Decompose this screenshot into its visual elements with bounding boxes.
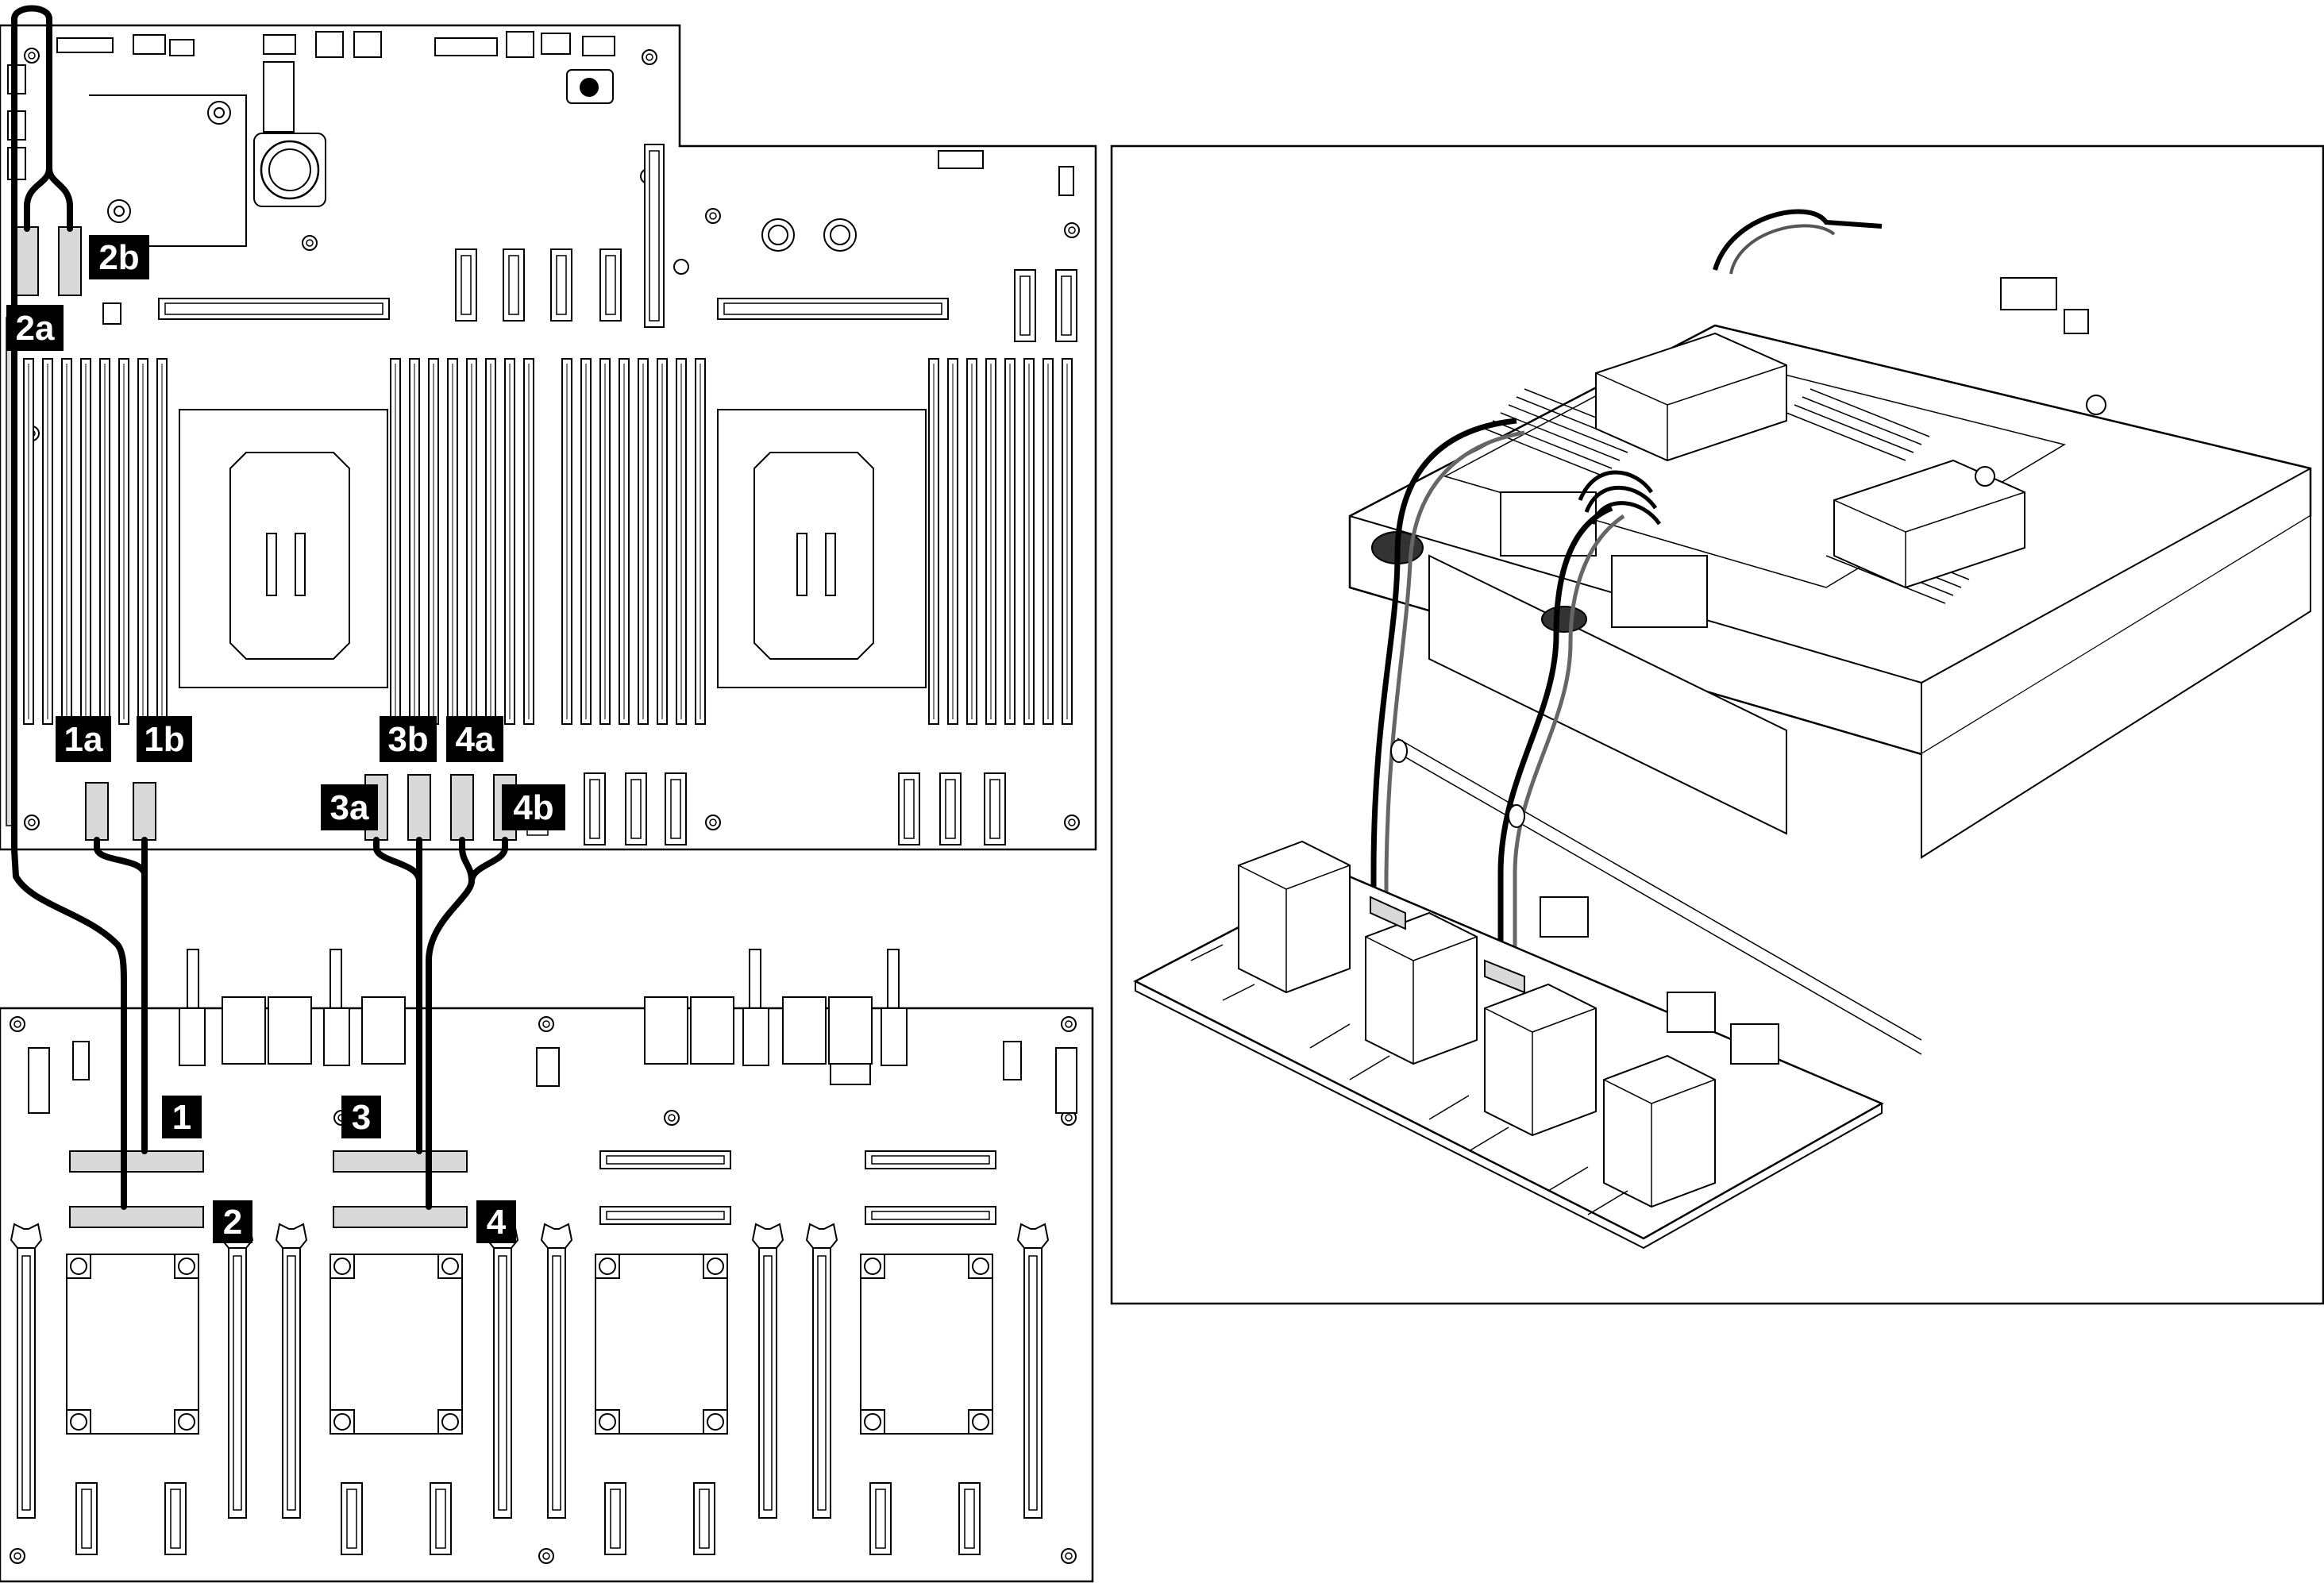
isometric-inset xyxy=(1110,144,2324,1305)
callout-3-label: 3 xyxy=(352,1098,371,1137)
callout-4a-label: 4a xyxy=(456,720,495,759)
callout-4-label: 4 xyxy=(487,1203,507,1242)
callout-3b: 3b xyxy=(380,716,437,762)
callout-1b-label: 1b xyxy=(144,720,184,759)
callout-3b-label: 3b xyxy=(387,720,428,759)
gpu-board xyxy=(0,949,1094,1583)
callout-3: 3 xyxy=(341,1096,381,1138)
callout-3a-label: 3a xyxy=(330,788,369,827)
callout-4b-label: 4b xyxy=(513,788,553,827)
callout-4b: 4b xyxy=(502,784,565,830)
callout-2a-label: 2a xyxy=(16,309,55,348)
callout-4: 4 xyxy=(476,1200,516,1243)
callout-1a-label: 1a xyxy=(64,720,103,759)
callout-1-label: 1 xyxy=(172,1098,191,1137)
callout-2: 2 xyxy=(213,1200,252,1243)
cpu-socket-2 xyxy=(717,409,927,688)
cables xyxy=(11,5,508,1210)
callout-1: 1 xyxy=(162,1096,202,1138)
system-board-connectors xyxy=(15,226,517,841)
callout-1a: 1a xyxy=(56,716,111,762)
cpu-socket-1 xyxy=(179,409,388,688)
callout-2-label: 2 xyxy=(223,1203,242,1242)
callout-4a: 4a xyxy=(446,716,503,762)
upper-tray xyxy=(1348,209,2312,969)
callout-2b-label: 2b xyxy=(98,238,139,277)
lower-board xyxy=(1133,840,1884,1250)
callout-3a: 3a xyxy=(321,784,378,830)
callout-2a: 2a xyxy=(6,305,64,351)
system-board xyxy=(0,24,1097,851)
callout-1b: 1b xyxy=(137,716,192,762)
callout-2b: 2b xyxy=(89,235,149,279)
